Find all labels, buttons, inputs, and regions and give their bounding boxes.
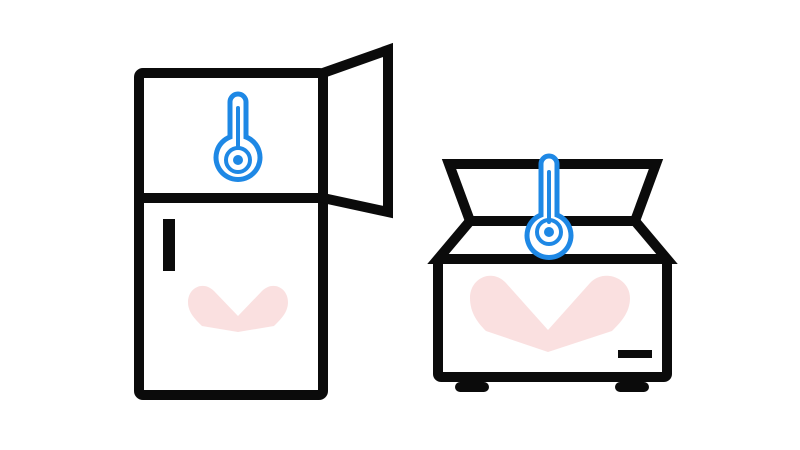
fridge-open-door — [318, 42, 393, 219]
thermometer-outline — [213, 91, 263, 182]
refrigerator-icon — [134, 42, 393, 400]
freezer-foot-right — [615, 382, 649, 392]
fridge-body — [134, 68, 328, 400]
watermark-shape — [188, 285, 288, 332]
watermark-shape — [470, 275, 630, 352]
thermometer-bulb — [233, 155, 243, 165]
w-heart-logo — [470, 275, 630, 352]
freezer-body — [433, 254, 672, 382]
freezer-control-slot — [618, 350, 652, 358]
thermometer-icon — [213, 91, 263, 182]
freezer-foot-left — [455, 382, 489, 392]
w-heart-logo — [188, 285, 288, 332]
fridge-handle — [163, 219, 175, 271]
thermometer-icon — [524, 153, 574, 260]
thermometer-bulb — [544, 227, 554, 237]
